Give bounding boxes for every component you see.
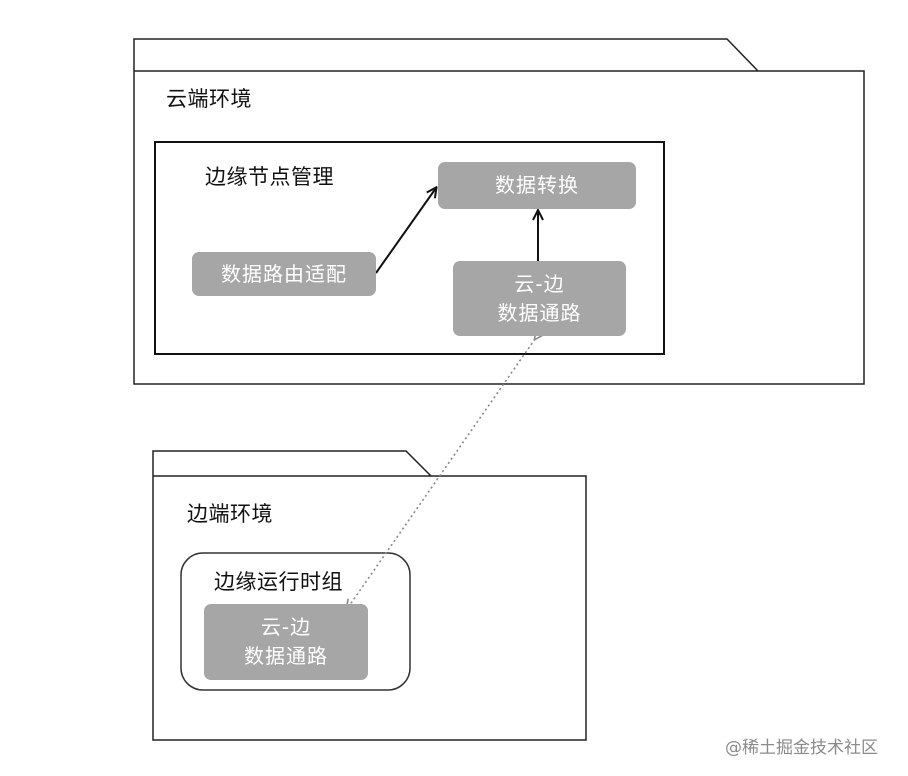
cloud-channel-node[interactable]: 云-边 数据通路 — [453, 261, 626, 336]
watermark: @稀土掘金技术社区 — [725, 738, 878, 758]
edge-node-mgmt-title: 边缘节点管理 — [205, 165, 334, 189]
cloud-channel-line1: 云-边 — [514, 271, 565, 296]
arrow-route-to-transform — [375, 188, 436, 274]
data-route-adapter-node[interactable]: 数据路由适配 — [192, 252, 376, 296]
dotted-link-cloud-edge — [347, 339, 535, 609]
cloud-channel-line2: 数据通路 — [497, 300, 582, 325]
edge-channel-line1: 云-边 — [260, 615, 312, 639]
edge-channel-node[interactable]: 云-边 数据通路 — [204, 604, 368, 680]
edge-channel-line2: 数据通路 — [244, 644, 328, 668]
edge-runtime-title: 边缘运行时组 — [214, 570, 343, 594]
data-route-adapter-label: 数据路由适配 — [221, 261, 347, 286]
data-transform-node[interactable]: 数据转换 — [438, 162, 636, 209]
cloud-env-title: 云端环境 — [166, 87, 252, 111]
edge-env-title: 边端环境 — [187, 502, 273, 526]
data-transform-label: 数据转换 — [495, 173, 579, 197]
